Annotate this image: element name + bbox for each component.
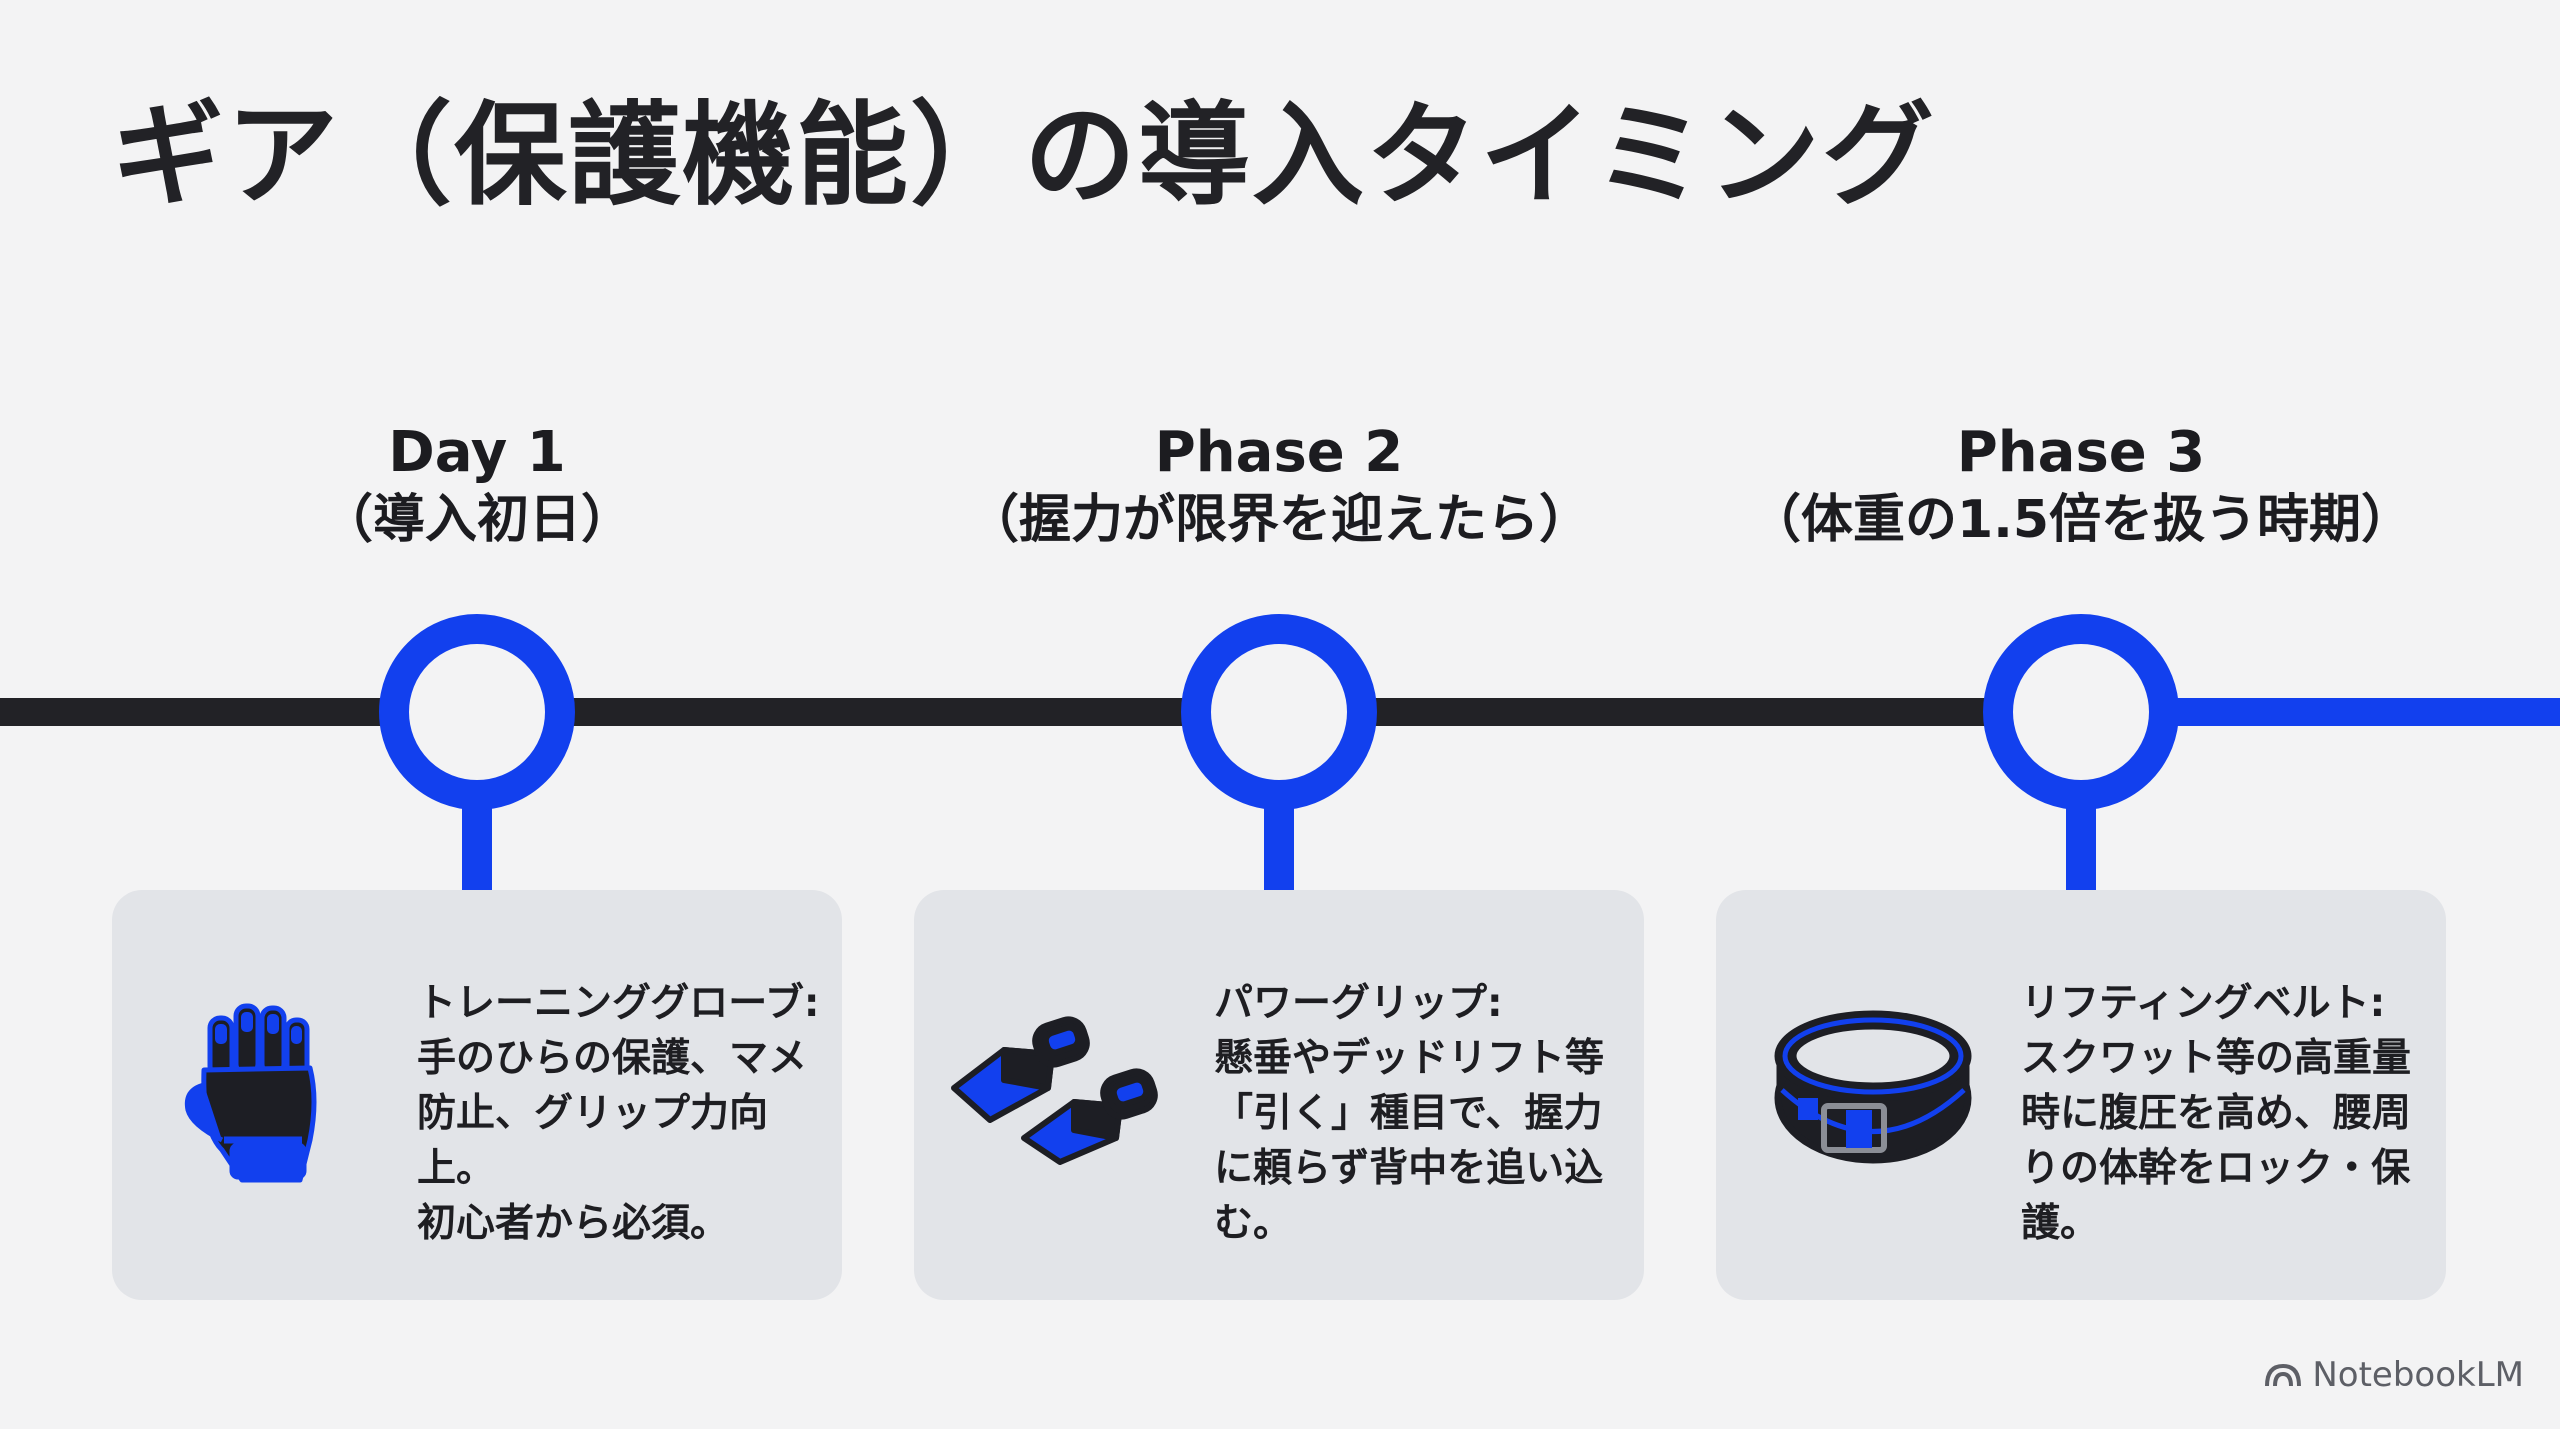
card-text: パワーグリップ: 懸垂やデッドリフト等 「引く」種目で、握力 に頼らず背中を追い…: [1214, 976, 1624, 1251]
timeline-node-phase2: [1181, 614, 1377, 892]
desc-line: りの体幹をロック・保: [2021, 1146, 2411, 1191]
gear-card-glove: トレーニンググローブ: 手のひらの保護、マメ 防止、グリップ力向上。 初心者から…: [112, 890, 842, 1300]
timeline-line: [0, 698, 2180, 726]
node-ring: [379, 614, 575, 810]
page-title: ギア（保護機能）の導入タイミング: [112, 91, 1936, 221]
phase-heading-phase3: Phase 3 （体重の1.5倍を扱う時期）: [1701, 418, 2461, 553]
desc-line: に頼らず背中を追い込: [1214, 1146, 1604, 1191]
desc-line: 防止、グリップ力向上。: [417, 1091, 769, 1191]
phase-timing: （導入初日）: [320, 490, 633, 550]
lifting-belt-icon: [1774, 1010, 1972, 1164]
gear-name: リフティングベルト:: [2021, 981, 2386, 1026]
phase-timing: （握力が限界を迎えたら）: [966, 490, 1591, 550]
brand-watermark: NotebookLM: [2264, 1355, 2524, 1395]
card-text: リフティングベルト: スクワット等の高重量 時に腹圧を高め、腰周 りの体幹をロッ…: [2021, 976, 2421, 1251]
desc-line: 懸垂やデッドリフト等: [1214, 1036, 1605, 1081]
gear-description: 懸垂やデッドリフト等 「引く」種目で、握力 に頼らず背中を追い込 む。: [1214, 1031, 1624, 1251]
power-grip-icon: [951, 1016, 1158, 1165]
gear-name: パワーグリップ:: [1214, 981, 1503, 1026]
phase-heading-phase2: Phase 2 （握力が限界を迎えたら）: [899, 418, 1659, 553]
training-glove-icon: [184, 1003, 317, 1183]
desc-line: 護。: [2021, 1201, 2100, 1246]
phase-label: Phase 2: [1154, 420, 1404, 485]
gear-name: トレーニンググローブ:: [417, 981, 820, 1026]
gear-card-lifting-belt: リフティングベルト: スクワット等の高重量 時に腹圧を高め、腰周 りの体幹をロッ…: [1716, 890, 2446, 1300]
phase-timing: （体重の1.5倍を扱う時期）: [1748, 490, 2414, 550]
desc-line: 初心者から必須。: [417, 1201, 730, 1246]
timeline-node-day1: [379, 614, 575, 892]
gear-card-power-grip: パワーグリップ: 懸垂やデッドリフト等 「引く」種目で、握力 に頼らず背中を追い…: [914, 890, 1644, 1300]
notebooklm-logo-icon: [2265, 1363, 2302, 1387]
phase-label: Day 1: [388, 420, 566, 485]
timeline-node-phase3: [1983, 614, 2179, 892]
node-ring: [1983, 614, 2179, 810]
brand-name: NotebookLM: [2312, 1355, 2524, 1395]
desc-line: 「引く」種目で、握力: [1214, 1091, 1603, 1136]
gear-description: スクワット等の高重量 時に腹圧を高め、腰周 りの体幹をロック・保 護。: [2021, 1031, 2421, 1251]
desc-line: む。: [1214, 1201, 1293, 1246]
desc-line: スクワット等の高重量: [2021, 1036, 2412, 1081]
phase-heading-day1: Day 1 （導入初日）: [97, 418, 857, 553]
gear-description: 手のひらの保護、マメ 防止、グリップ力向上。 初心者から必須。: [417, 1031, 817, 1251]
phase-label: Phase 3: [1956, 420, 2206, 485]
card-text: トレーニンググローブ: 手のひらの保護、マメ 防止、グリップ力向上。 初心者から…: [417, 976, 820, 1251]
desc-line: 手のひらの保護、マメ: [417, 1036, 808, 1081]
node-ring: [1181, 614, 1377, 810]
desc-line: 時に腹圧を高め、腰周: [2021, 1091, 2412, 1136]
